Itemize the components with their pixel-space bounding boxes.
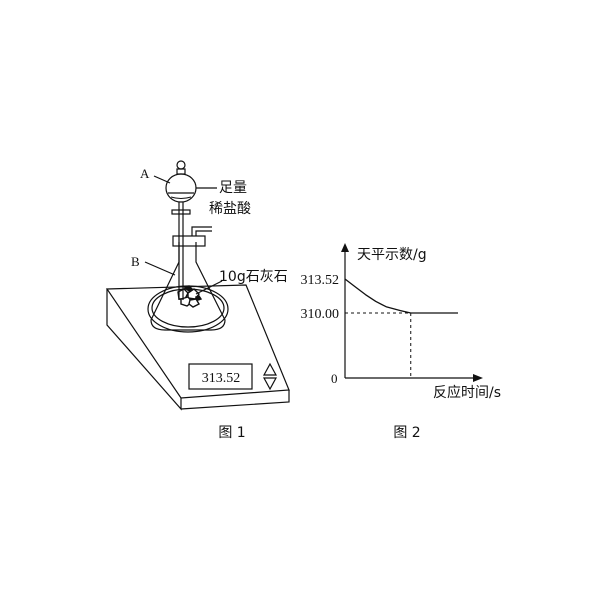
- balance-buttons: [262, 362, 278, 391]
- origin-label: 0: [331, 371, 338, 386]
- y-axis-title: 天平示数/g: [357, 247, 427, 263]
- balance-display: [188, 363, 253, 390]
- limestone-label: 10g石灰石: [219, 269, 288, 285]
- separatory-funnel-a: A 足量 稀盐酸: [140, 160, 251, 300]
- figure1-caption: 图 1: [218, 425, 245, 441]
- balance-reading: 313.52: [202, 371, 241, 386]
- acid-label-line1: 足量: [219, 180, 247, 196]
- x-axis-arrow: [473, 374, 483, 382]
- x-axis-title: 反应时间/s: [433, 384, 501, 401]
- y-axis-arrow: [341, 243, 349, 252]
- figure1-apparatus: 313.52 B: [105, 160, 290, 441]
- gas-outlet-tube: [191, 226, 212, 236]
- acid-label-line2: 稀盐酸: [209, 201, 251, 217]
- figure2-caption: 图 2: [393, 425, 420, 441]
- label-b: B: [131, 254, 140, 269]
- limestone-pieces: [177, 285, 203, 308]
- ytick-label-1: 313.52: [301, 273, 340, 288]
- conical-flask-b: B 10g石灰石: [131, 235, 288, 331]
- figure2-chart: 天平示数/g 反应时间/s 0 313.52 310.00 图 2: [301, 243, 501, 441]
- ytick-label-2: 310.00: [301, 307, 340, 322]
- rubber-stopper: [172, 235, 206, 247]
- label-a: A: [140, 166, 150, 181]
- series-line-balance-reading: [344, 278, 458, 314]
